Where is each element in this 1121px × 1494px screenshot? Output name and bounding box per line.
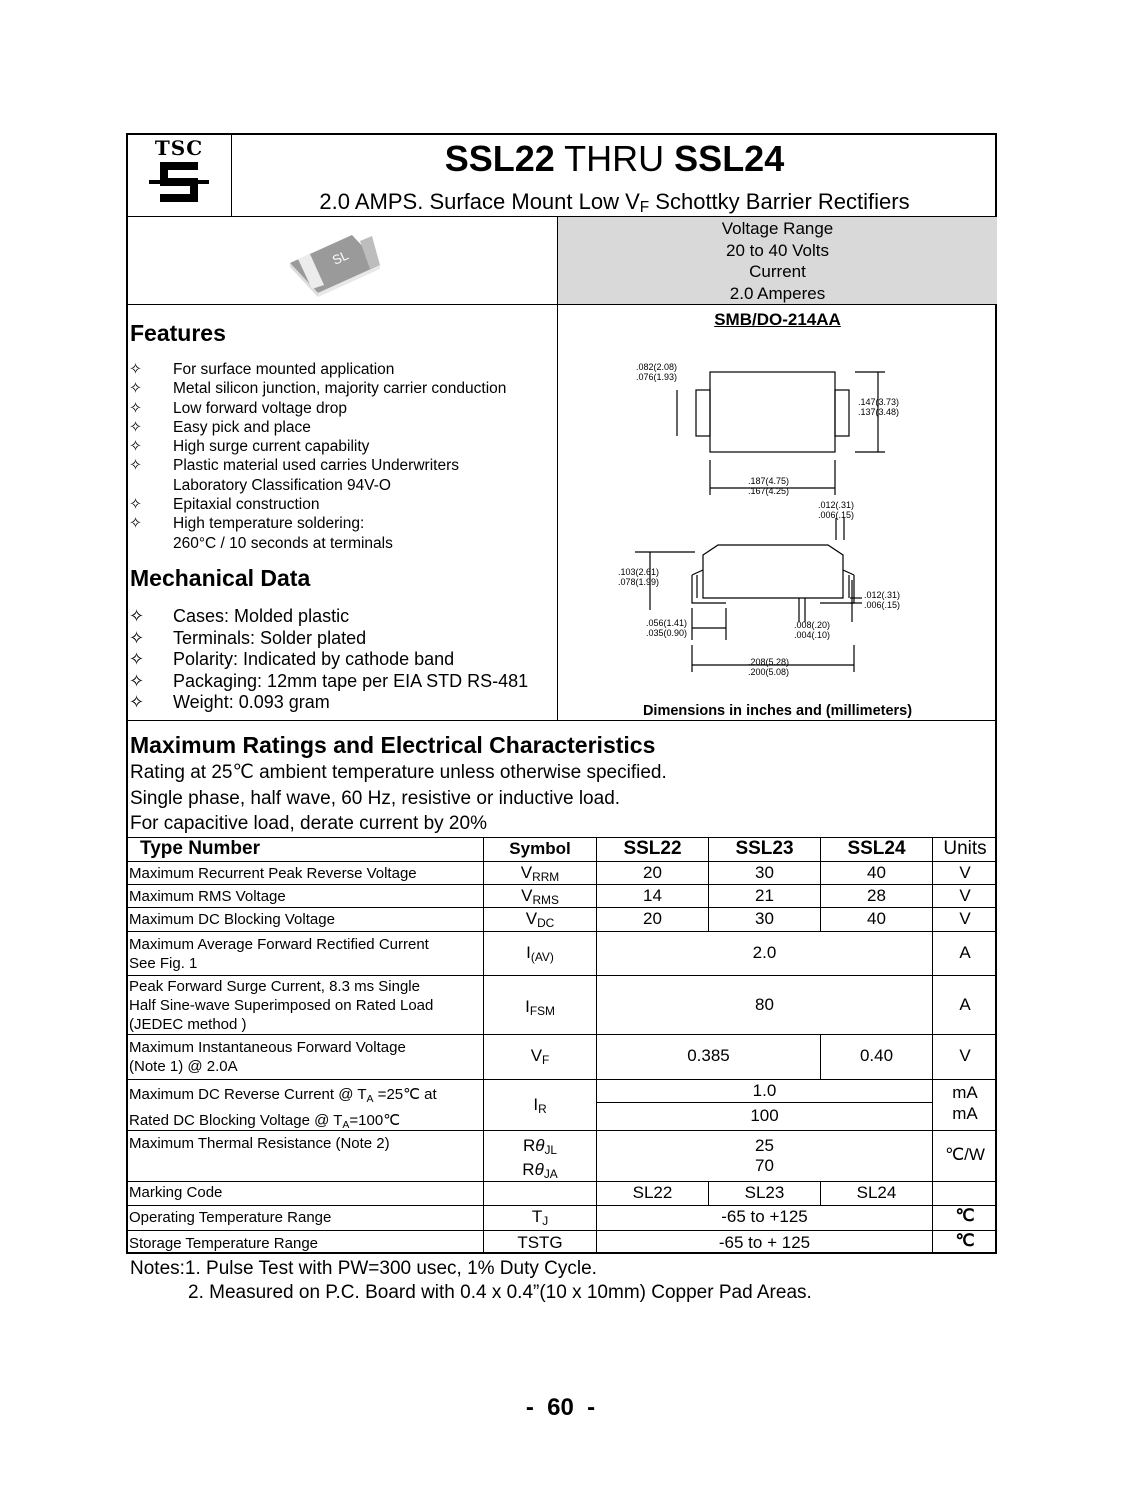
list-item: ✧Cases: Molded plastic: [129, 606, 350, 626]
logo-mark-icon: [149, 162, 209, 202]
package-name: SMB/DO-214AA: [714, 310, 841, 329]
list-item: ✧Easy pick and place: [129, 418, 311, 436]
dim-label: .006(.15): [818, 510, 855, 520]
current-label: Current: [749, 262, 806, 281]
rule: [126, 304, 997, 305]
dim-label: .006(.15): [864, 600, 901, 610]
col-header-symbol: Symbol: [509, 839, 571, 858]
dim-label: .082(2.08): [636, 362, 678, 372]
dim-label: .137(3.48): [858, 407, 900, 417]
component-image: SL: [290, 235, 380, 297]
features-list: ✧For surface mounted application ✧Metal …: [129, 360, 507, 553]
voltage-range-label: Voltage Range: [721, 219, 834, 238]
note-1: Notes:1. Pulse Test with PW=300 usec, 1%…: [130, 1258, 597, 1279]
list-item: ✧High temperature soldering:: [129, 515, 365, 533]
logo-text: TSC: [154, 136, 204, 160]
range-box: [558, 217, 997, 304]
dim-label: .200(5.08): [748, 667, 790, 677]
list-item: ✧Low forward voltage drop: [129, 399, 348, 417]
list-item: ✧Weight: 0.093 gram: [129, 692, 330, 712]
list-item: ✧Polarity: Indicated by cathode band: [129, 649, 455, 669]
dim-label: .147(3.73): [858, 397, 900, 407]
list-item: ✧For surface mounted application: [129, 361, 395, 378]
rule: [126, 720, 997, 721]
list-item-continued: 260°C / 10 seconds at terminals: [173, 534, 393, 552]
col-header-units: Units: [943, 838, 987, 859]
ratings-heading: Maximum Ratings and Electrical Character…: [130, 732, 656, 758]
dim-label: .167(4.25): [748, 486, 790, 496]
dim-label: .012(.31): [864, 590, 901, 600]
column-divider: [557, 216, 558, 721]
dim-label: .078(1.99): [618, 577, 660, 587]
dimensions-caption: Dimensions in inches and (millimeters): [642, 703, 913, 719]
package-dimension-drawing: [635, 371, 885, 672]
tsc-logo: TSC: [144, 138, 214, 211]
list-item: ✧Packaging: 12mm tape per EIA STD RS-481: [129, 670, 529, 691]
features-heading: Features: [130, 320, 226, 346]
page-title: SSL22 THRU SSL24: [444, 138, 785, 179]
datasheet-frame: [126, 133, 997, 1254]
note-2: 2. Measured on P.C. Board with 0.4 x 0.4…: [188, 1282, 812, 1303]
list-item-continued: Laboratory Classification 94V-O: [173, 476, 391, 494]
page-subtitle: 2.0 AMPS. Surface Mount Low VF Schottky …: [319, 189, 910, 216]
dim-label: .004(.10): [794, 630, 831, 640]
list-item: ✧High surge current capability: [129, 438, 370, 456]
ratings-line: For capacitive load, derate current by 2…: [130, 813, 487, 834]
dim-label: .035(0.90): [646, 628, 688, 638]
dim-label: .056(1.41): [646, 618, 688, 628]
list-item: ✧Metal silicon junction, majority carrie…: [129, 380, 507, 398]
dim-label: .076(1.93): [636, 372, 678, 382]
dim-label: .187(4.75): [748, 476, 790, 486]
list-item: ✧Epitaxial construction: [129, 496, 320, 514]
col-header-ssl23: SSL23: [735, 838, 794, 859]
col-header-ssl22: SSL22: [623, 838, 682, 859]
mechanical-heading: Mechanical Data: [130, 565, 311, 591]
ratings-line: Single phase, half wave, 60 Hz, resistiv…: [130, 788, 621, 809]
page-number: - 60 -: [525, 1394, 596, 1421]
col-header-type: Type Number: [140, 838, 261, 859]
rule: [126, 216, 997, 217]
ratings-line: Rating at 25℃ ambient temperature unless…: [130, 762, 667, 783]
logo-divider: [231, 133, 232, 217]
current-value: 2.0 Amperes: [729, 284, 826, 303]
dim-label: .012(.31): [818, 500, 855, 510]
dim-label: .103(2.61): [618, 567, 660, 577]
voltage-range-value: 20 to 40 Volts: [725, 241, 830, 260]
svg-text:SL: SL: [330, 247, 351, 267]
dim-label: .008(.20): [794, 620, 831, 630]
list-item: ✧Plastic material used carries Underwrit…: [129, 457, 459, 475]
mechanical-list: ✧Cases: Molded plastic ✧Terminals: Solde…: [129, 606, 529, 714]
list-item: ✧Terminals: Solder plated: [129, 627, 367, 648]
dim-label: .208(5.28): [748, 657, 790, 667]
col-header-ssl24: SSL24: [847, 838, 906, 859]
